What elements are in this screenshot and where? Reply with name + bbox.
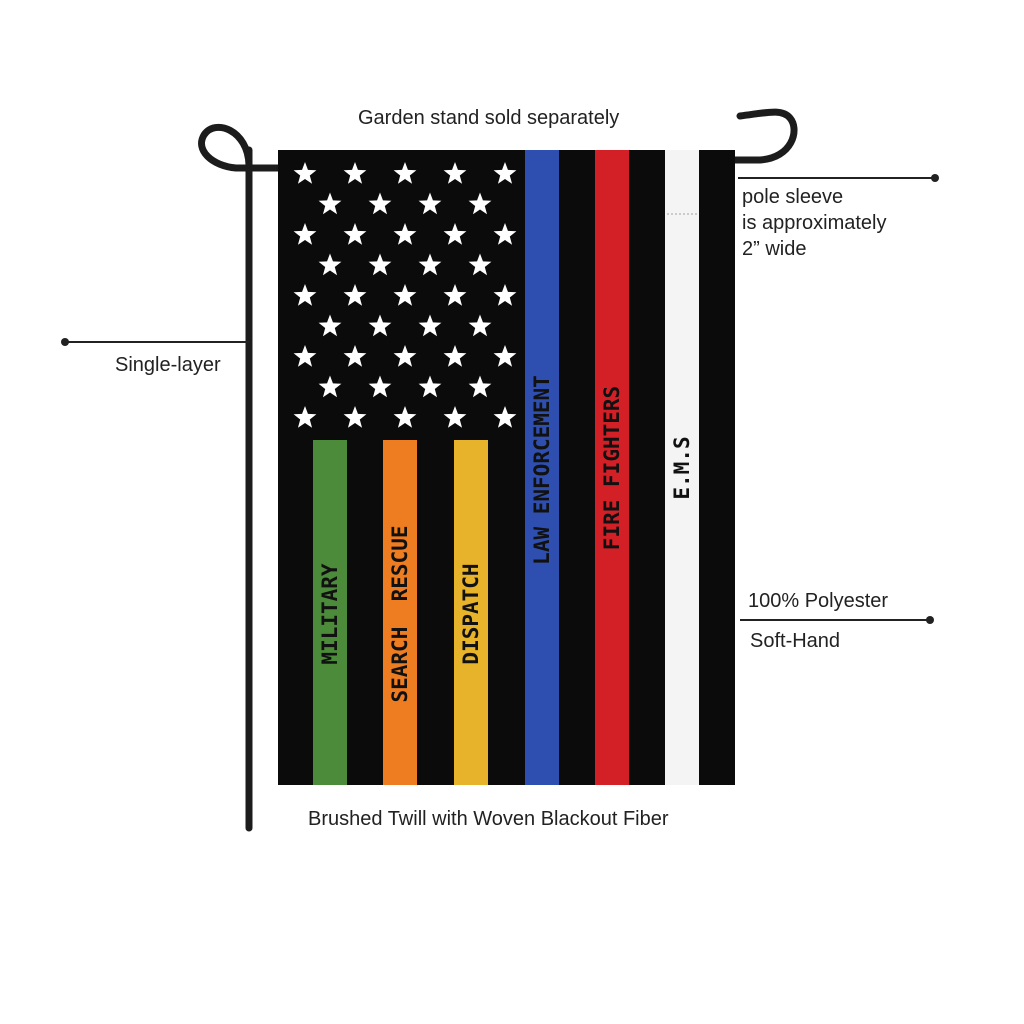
flag-stripe-law-enforcement: [525, 150, 559, 785]
star-icon: [418, 375, 442, 398]
flag-stripe-search-rescue: [383, 440, 417, 785]
pole-sleeve-leader-line: [738, 177, 934, 179]
star-icon: [493, 284, 517, 306]
star-icon: [368, 314, 392, 337]
star-icon: [393, 284, 417, 306]
star-icon: [343, 162, 367, 184]
star-icon: [493, 223, 517, 245]
star-icon: [468, 192, 492, 215]
flag-stripes: [313, 150, 699, 785]
star-icon: [343, 223, 367, 245]
star-icon: [443, 162, 467, 184]
single-layer-leader-line: [65, 341, 249, 343]
star-icon: [393, 406, 417, 428]
flag-stripe-dispatch: [454, 440, 488, 785]
star-icon: [343, 406, 367, 428]
fabric-note: Brushed Twill with Woven Blackout Fiber: [308, 808, 669, 830]
stripe-label: E.M.S: [670, 436, 694, 499]
polyester-note: 100% Polyester: [748, 590, 889, 612]
star-icon: [443, 406, 467, 428]
star-icon: [368, 375, 392, 398]
star-icon: [418, 314, 442, 337]
star-icon: [293, 284, 317, 306]
star-icon: [418, 192, 442, 215]
star-icon: [493, 345, 517, 367]
flag-stripe-military: [313, 440, 347, 785]
star-icon: [318, 253, 342, 276]
star-icon: [318, 314, 342, 337]
star-icon: [493, 162, 517, 184]
stripe-label: FIRE FIGHTERS: [600, 386, 624, 550]
flag-body: [278, 150, 735, 785]
star-icon: [318, 192, 342, 215]
star-icon: [393, 223, 417, 245]
stripe-label: SEARCH RESCUE: [388, 525, 412, 702]
star-icon: [418, 253, 442, 276]
garden-stand-note: Garden stand sold separately: [358, 107, 620, 129]
stripe-label: MILITARY: [318, 563, 342, 665]
stripe-label: DISPATCH: [459, 563, 483, 664]
star-icon: [443, 223, 467, 245]
garden-stand-left-hook: [198, 123, 286, 172]
garden-stand-right-hook: [731, 108, 798, 164]
flag-stars: [293, 162, 517, 428]
star-icon: [293, 223, 317, 245]
star-icon: [443, 284, 467, 306]
star-icon: [318, 375, 342, 398]
flag-stripe-fire-fighters: [595, 150, 629, 785]
star-icon: [368, 192, 392, 215]
star-icon: [468, 314, 492, 337]
flag-stripe-e-m-s: [665, 150, 699, 785]
star-icon: [493, 406, 517, 428]
flag-stripe-labels: MILITARY SEARCH RESCUE DISPATCH LAW ENFORCE…: [318, 375, 694, 702]
star-icon: [293, 406, 317, 428]
star-icon: [343, 284, 367, 306]
star-icon: [468, 375, 492, 398]
pole-sleeve-note-line1: pole sleeve: [742, 186, 844, 208]
star-icon: [293, 162, 317, 184]
star-icon: [368, 253, 392, 276]
polyester-leader-dot: [926, 616, 934, 624]
pole-sleeve-leader-dot: [931, 174, 939, 182]
stripe-label: LAW ENFORCEMENT: [530, 375, 554, 565]
star-icon: [468, 253, 492, 276]
pole-sleeve-note-line3: 2” wide: [742, 238, 807, 260]
star-icon: [443, 345, 467, 367]
star-icon: [393, 162, 417, 184]
soft-hand-note: Soft-Hand: [750, 630, 841, 652]
star-icon: [293, 345, 317, 367]
polyester-leader-line: [740, 619, 930, 621]
pole-sleeve-note-line2: is approximately: [742, 212, 887, 234]
single-layer-note: Single-layer: [115, 354, 221, 376]
star-icon: [343, 345, 367, 367]
star-icon: [393, 345, 417, 367]
